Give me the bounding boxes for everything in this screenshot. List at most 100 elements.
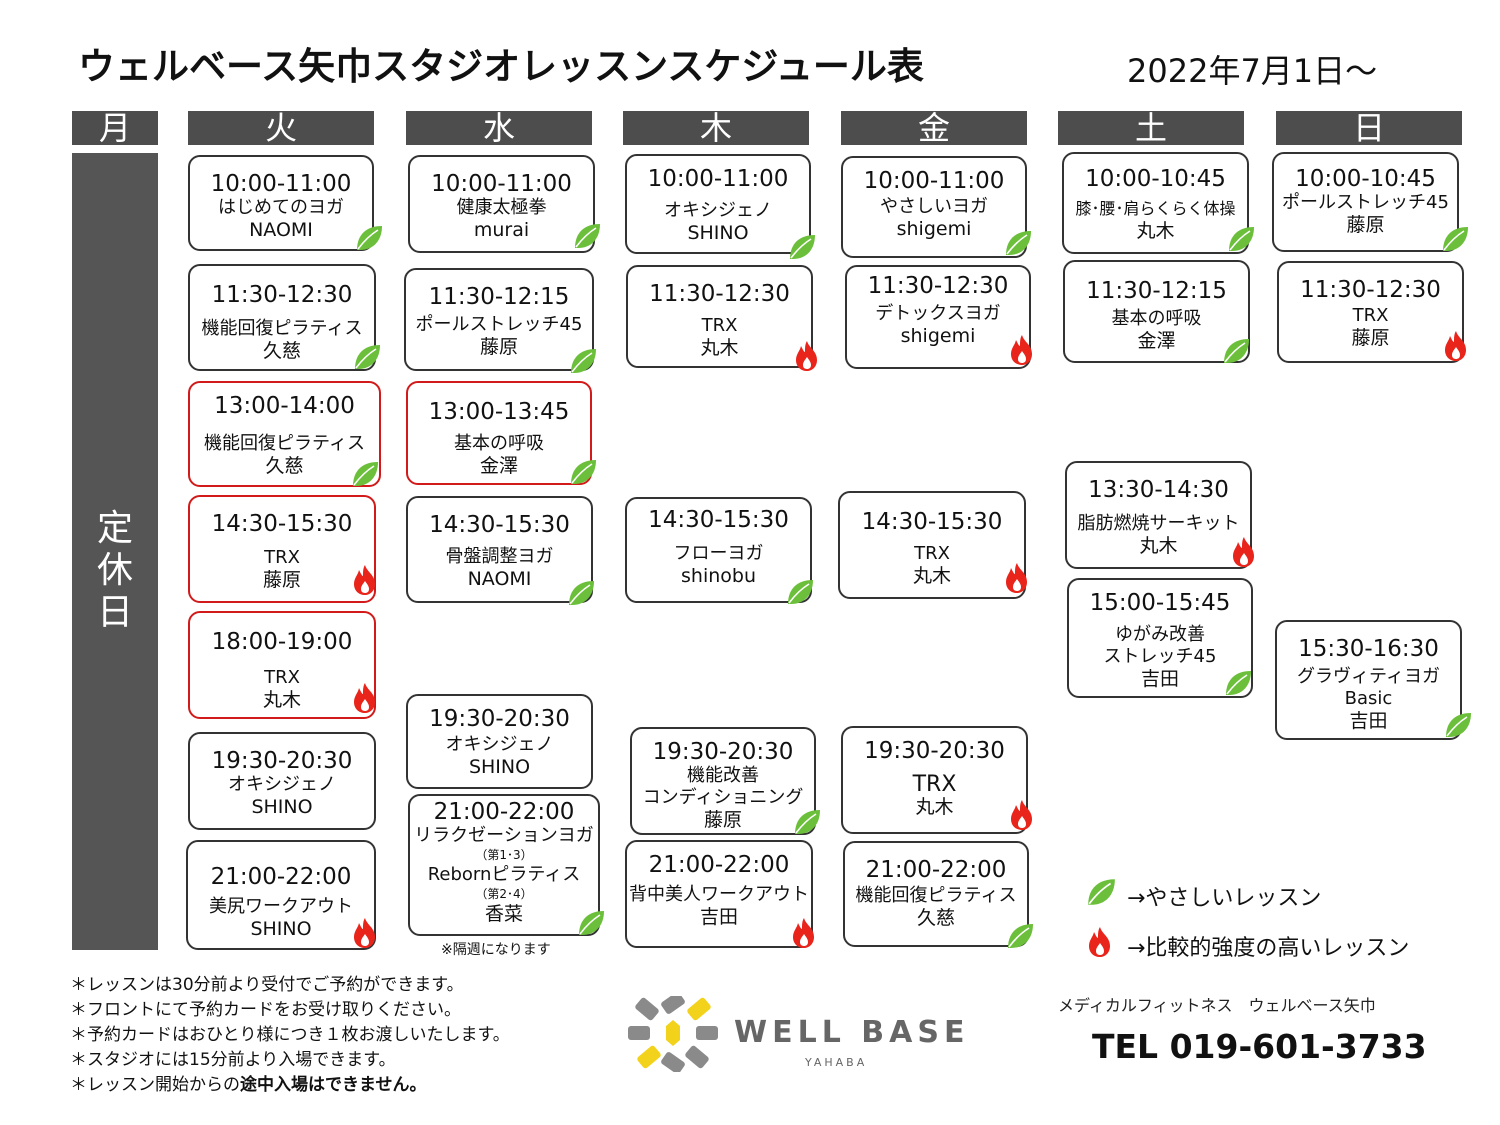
lesson-instructor: NAOMI bbox=[249, 219, 313, 241]
lesson-card-thu-3[interactable]: 14:30-15:30 フローヨガ shinobu bbox=[625, 497, 812, 603]
lesson-card-sat-4[interactable]: 15:00-15:45 ゆがみ改善 ストレッチ45 吉田 bbox=[1067, 578, 1253, 698]
lesson-card-sun-3[interactable]: 15:30-16:30 グラヴィティヨガ Basic 吉田 bbox=[1275, 620, 1462, 740]
lesson-name: TRX bbox=[1352, 305, 1389, 326]
lesson-card-tue-2[interactable]: 11:30-12:30 機能回復ピラティス 久慈 bbox=[188, 264, 376, 371]
lesson-card-tue-6[interactable]: 19:30-20:30 オキシジェノ SHINO bbox=[188, 732, 376, 830]
lesson-week-note: （第2･4） bbox=[475, 887, 533, 901]
day-header-sun: 日 bbox=[1276, 111, 1462, 145]
lesson-name: はじめてのヨガ bbox=[218, 197, 344, 218]
studio-rules: ＊レッスンは30分前より受付でご予約ができます。 ＊フロントにて予約カードをお受… bbox=[70, 973, 510, 1098]
lesson-instructor: SHINO bbox=[250, 918, 312, 940]
lesson-card-fri-1[interactable]: 10:00-11:00 やさしいヨガ shigemi bbox=[841, 156, 1027, 258]
lesson-card-wed-5[interactable]: 19:30-20:30 オキシジェノ SHINO bbox=[406, 694, 593, 789]
lesson-name-alt: Basic bbox=[1344, 688, 1393, 709]
leaf-icon bbox=[568, 346, 598, 376]
phone-number[interactable]: TEL 019-601-3733 bbox=[1092, 1027, 1427, 1066]
lesson-time: 19:30-20:30 bbox=[429, 706, 570, 732]
day-header-wed: 水 bbox=[406, 111, 592, 145]
lesson-name: TRX bbox=[912, 772, 957, 797]
lesson-card-tue-5[interactable]: 18:00-19:00 TRX 丸木 bbox=[188, 611, 376, 719]
lesson-name: オキシジェノ bbox=[664, 200, 772, 221]
lesson-name: ポールストレッチ45 bbox=[415, 314, 583, 335]
lesson-time: 11:30-12:15 bbox=[428, 284, 570, 310]
lesson-card-wed-3[interactable]: 13:00-13:45 基本の呼吸 金澤 bbox=[406, 381, 592, 485]
lesson-instructor: 久慈 bbox=[916, 907, 955, 929]
flame-icon bbox=[350, 681, 380, 715]
lesson-instructor: 丸木 bbox=[700, 337, 739, 359]
lesson-card-tue-3[interactable]: 13:00-14:00 機能回復ピラティス 久慈 bbox=[188, 381, 381, 487]
lesson-card-thu-4[interactable]: 19:30-20:30 機能改善 コンディショニング 藤原 bbox=[630, 727, 816, 835]
lesson-instructor: 吉田 bbox=[1140, 668, 1179, 690]
lesson-instructor: 藤原 bbox=[1346, 214, 1385, 236]
lesson-time: 19:30-20:30 bbox=[211, 748, 353, 774]
leaf-icon bbox=[792, 807, 822, 837]
leaf-icon bbox=[785, 577, 815, 607]
lesson-time: 13:30-14:30 bbox=[1088, 477, 1229, 503]
leaf-icon bbox=[568, 457, 598, 487]
lesson-name: オキシジェノ bbox=[445, 734, 554, 755]
lesson-card-thu-1[interactable]: 10:00-11:00 オキシジェノ SHINO bbox=[625, 154, 811, 254]
lesson-card-sun-1[interactable]: 10:00-10:45 ポールストレッチ45 藤原 bbox=[1272, 152, 1459, 252]
lesson-time: 15:00-15:45 bbox=[1089, 590, 1231, 616]
lesson-time: 10:00-11:00 bbox=[863, 168, 1005, 194]
lesson-instructor: 藤原 bbox=[262, 569, 301, 591]
lesson-time: 19:30-20:30 bbox=[652, 739, 794, 765]
lesson-card-sat-1[interactable]: 10:00-10:45 膝･腰･肩らくらく体操 丸木 bbox=[1062, 152, 1249, 254]
lesson-name: やさしいヨガ bbox=[880, 196, 988, 217]
lesson-card-thu-5[interactable]: 21:00-22:00 背中美人ワークアウト 吉田 bbox=[625, 840, 813, 948]
lesson-name-alt: コンディショニング bbox=[642, 787, 804, 808]
monday-closed-bar: 定休日 bbox=[72, 153, 158, 950]
lesson-instructor: 丸木 bbox=[912, 565, 951, 587]
lesson-time: 14:30-15:30 bbox=[211, 511, 353, 537]
effective-date: 2022年7月1日～ bbox=[1127, 52, 1378, 90]
lesson-instructor: 丸木 bbox=[915, 796, 954, 818]
flame-icon bbox=[1002, 561, 1032, 595]
lesson-name: 美尻ワークアウト bbox=[209, 896, 353, 917]
lesson-card-thu-2[interactable]: 11:30-12:30 TRX 丸木 bbox=[626, 265, 813, 368]
lesson-time: 11:30-12:30 bbox=[211, 282, 353, 308]
lesson-card-fri-4[interactable]: 19:30-20:30 TRX 丸木 bbox=[841, 726, 1028, 834]
lesson-card-sat-3[interactable]: 13:30-14:30 脂肪燃焼サーキット 丸木 bbox=[1065, 461, 1252, 569]
rule-item: ＊予約カードはおひとり様につき１枚お渡しいたします。 bbox=[70, 1025, 510, 1045]
lesson-time: 13:00-13:45 bbox=[428, 399, 570, 425]
lesson-card-tue-1[interactable]: 10:00-11:00 はじめてのヨガ NAOMI bbox=[188, 155, 374, 251]
lesson-time: 14:30-15:30 bbox=[861, 509, 1003, 535]
lesson-card-wed-4[interactable]: 14:30-15:30 骨盤調整ヨガ NAOMI bbox=[406, 496, 593, 603]
lesson-name: 基本の呼吸 bbox=[1111, 308, 1202, 329]
lesson-time: 11:30-12:15 bbox=[1086, 278, 1227, 304]
leaf-icon bbox=[1005, 921, 1035, 951]
lesson-card-fri-3[interactable]: 14:30-15:30 TRX 丸木 bbox=[838, 491, 1026, 599]
lesson-time: 11:30-12:30 bbox=[867, 273, 1009, 299]
lesson-name: TRX bbox=[264, 547, 300, 568]
lesson-card-sat-2[interactable]: 11:30-12:15 基本の呼吸 金澤 bbox=[1063, 260, 1250, 363]
lesson-instructor: 久慈 bbox=[265, 455, 304, 477]
flame-icon bbox=[350, 916, 380, 950]
lesson-instructor: shigemi bbox=[896, 218, 972, 240]
wellbase-logo-icon bbox=[628, 996, 718, 1072]
lesson-time: 21:00-22:00 bbox=[865, 857, 1007, 883]
leaf-icon bbox=[572, 221, 602, 251]
lesson-instructor: 丸木 bbox=[1139, 535, 1178, 557]
lesson-card-sun-2[interactable]: 11:30-12:30 TRX 藤原 bbox=[1277, 261, 1464, 363]
lesson-card-wed-6[interactable]: 21:00-22:00 リラクゼーションヨガ （第1･3） Rebornピラティ… bbox=[408, 794, 600, 936]
lesson-card-tue-7[interactable]: 21:00-22:00 美尻ワークアウト SHINO bbox=[186, 840, 376, 950]
lesson-time: 11:30-12:30 bbox=[1300, 277, 1441, 303]
lesson-card-fri-2[interactable]: 11:30-12:30 デトックスヨガ shigemi bbox=[845, 265, 1031, 369]
leaf-icon bbox=[1226, 224, 1256, 254]
legend-intense-label: →比較的強度の高いレッスン bbox=[1127, 936, 1410, 961]
lesson-card-wed-2[interactable]: 11:30-12:15 ポールストレッチ45 藤原 bbox=[404, 268, 594, 371]
lesson-instructor: SHINO bbox=[468, 756, 531, 778]
logo-sub: YAHABA bbox=[805, 1056, 868, 1069]
lesson-instructor: murai bbox=[473, 219, 530, 241]
lesson-name: デトックスヨガ bbox=[875, 303, 1001, 324]
logo-text: WELL BASE bbox=[734, 1015, 970, 1050]
lesson-instructor: 藤原 bbox=[479, 336, 518, 358]
lesson-name-alt: ストレッチ45 bbox=[1103, 646, 1217, 667]
lesson-time: 10:00-11:00 bbox=[431, 171, 572, 197]
lesson-instructor: 丸木 bbox=[1136, 220, 1175, 242]
closed-label: 定休日 bbox=[96, 508, 133, 633]
lesson-card-fri-5[interactable]: 21:00-22:00 機能回復ピラティス 久慈 bbox=[843, 841, 1029, 947]
day-header-thu: 木 bbox=[623, 111, 809, 145]
lesson-card-tue-4[interactable]: 14:30-15:30 TRX 藤原 bbox=[188, 495, 376, 603]
lesson-card-wed-1[interactable]: 10:00-11:00 健康太極拳 murai bbox=[408, 155, 595, 253]
